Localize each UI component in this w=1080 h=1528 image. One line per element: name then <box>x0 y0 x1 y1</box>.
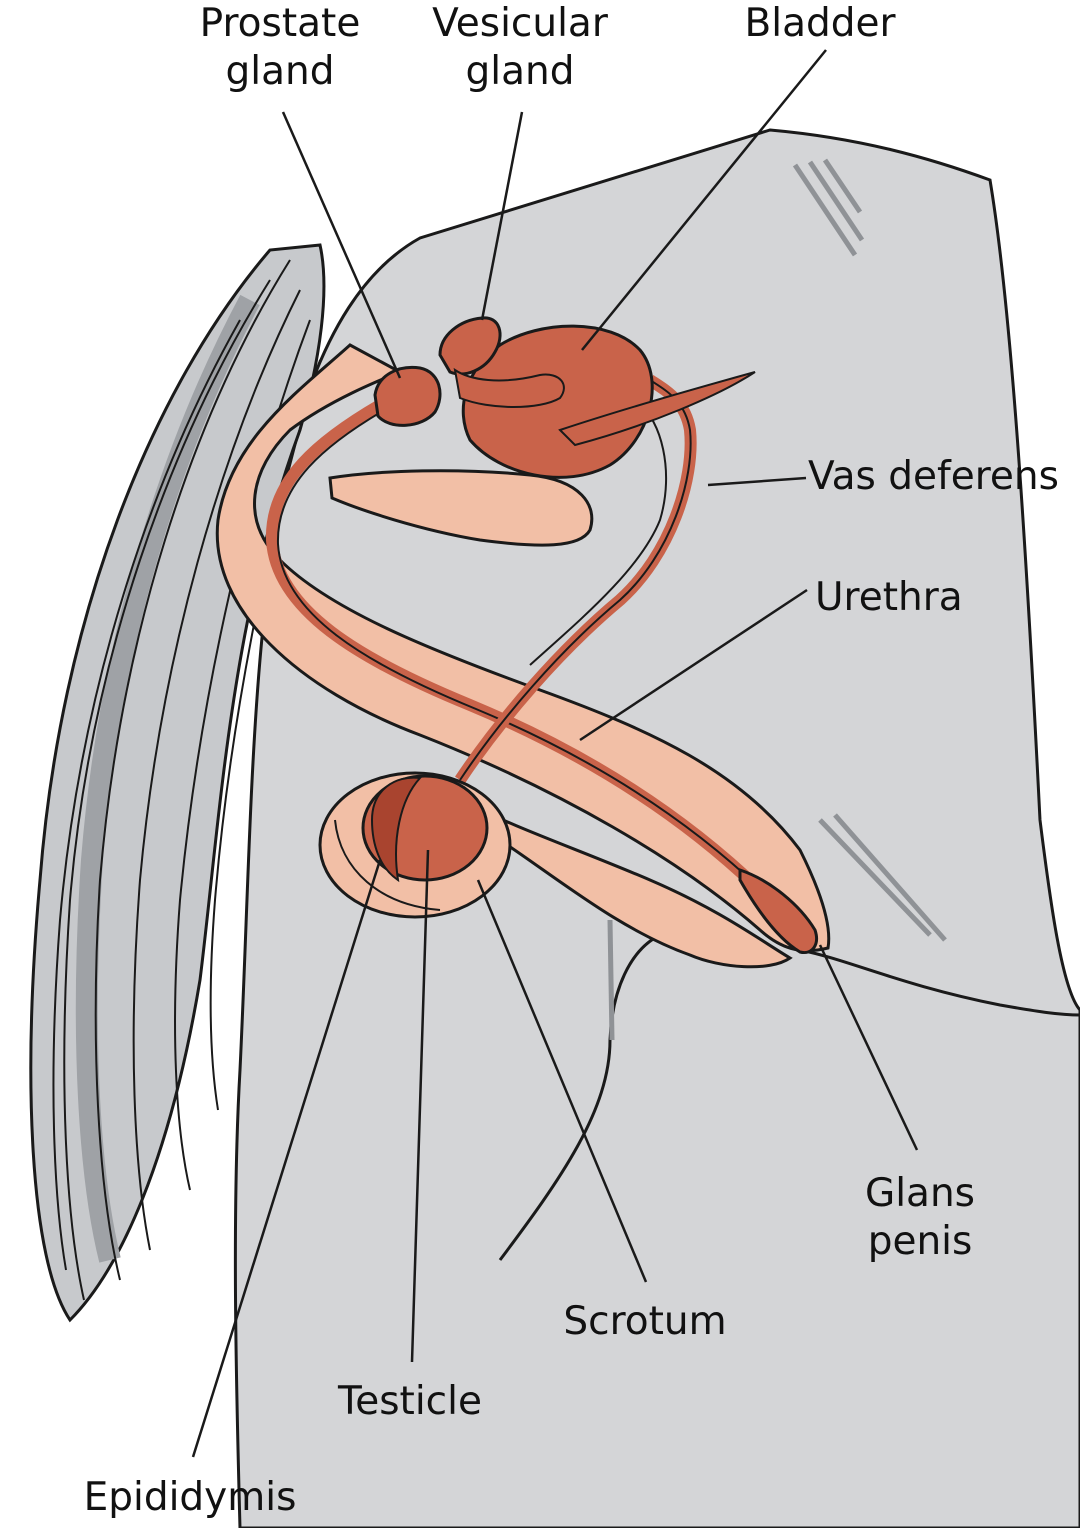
label-glans-penis: Glans penis <box>830 1170 1010 1265</box>
label-testicle: Testicle <box>338 1379 482 1424</box>
pelvic-structure <box>328 469 594 547</box>
leader-glans <box>818 944 919 1151</box>
leader-urethra <box>579 588 808 742</box>
vesicular-gland-shape <box>438 316 502 376</box>
label-epididymis: Epididymis <box>83 1475 297 1520</box>
label-glans-line2: penis <box>867 1218 973 1264</box>
label-scrotum: Scrotum <box>563 1299 727 1344</box>
ureter <box>558 371 756 447</box>
leader-epididymis <box>191 859 382 1458</box>
leader-vas-deferens <box>707 476 807 487</box>
label-vas-deferens: Vas deferens <box>808 454 1059 499</box>
leg-outline <box>498 933 661 1261</box>
label-prostate-gland: Prostate gland <box>180 0 380 95</box>
leader-testicle <box>410 849 430 1363</box>
label-prostate-line1: Prostate <box>199 1 361 46</box>
label-urethra: Urethra <box>815 575 963 620</box>
epididymis-shape <box>370 776 423 883</box>
stifle-outline <box>799 948 1080 1017</box>
label-vesicular-line1: Vesicular <box>432 1 608 46</box>
leader-lines <box>191 49 919 1458</box>
label-bladder: Bladder <box>744 1 896 46</box>
leader-bladder <box>581 49 827 351</box>
label-vesicular-gland: Vesicular gland <box>415 0 625 95</box>
sheath-underside <box>458 798 793 969</box>
prostate-gland-shape <box>373 365 442 427</box>
leader-vesicular <box>480 111 524 321</box>
label-vesicular-line2: gland <box>465 48 575 94</box>
body-shading <box>607 158 947 1041</box>
penis-body <box>215 343 831 953</box>
leader-scrotum <box>476 879 648 1283</box>
glans-penis-shape <box>738 867 818 955</box>
leader-prostate <box>281 111 402 379</box>
label-prostate-line2: gland <box>225 48 335 94</box>
label-glans-line1: Glans <box>865 1171 975 1216</box>
